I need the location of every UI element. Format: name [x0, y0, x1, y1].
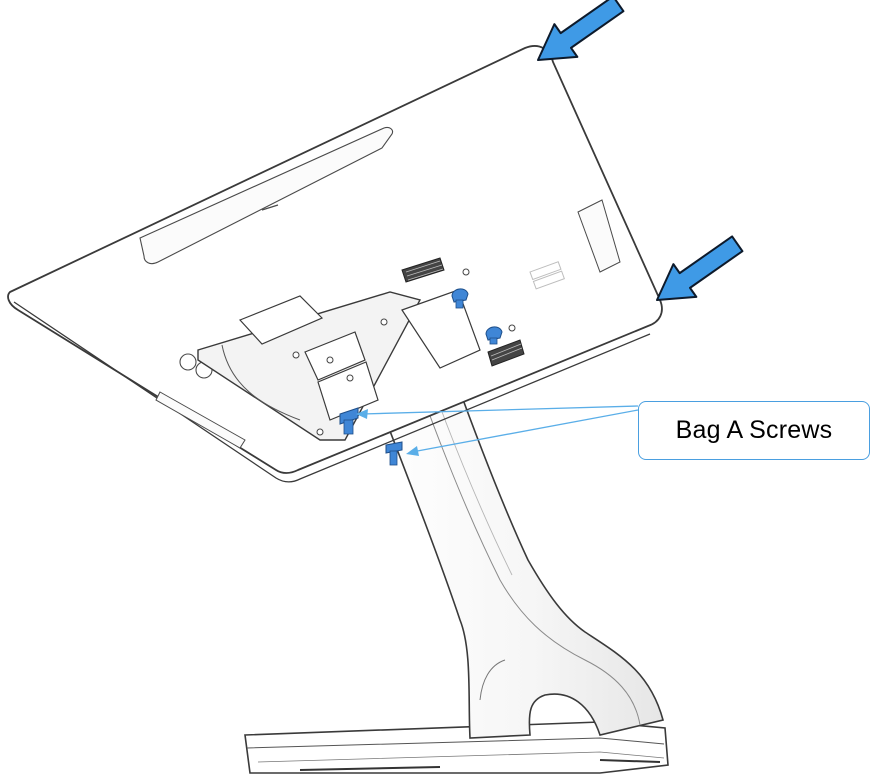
vent-grille-lower	[487, 339, 525, 367]
mount-recess	[197, 268, 516, 441]
arrow-icon	[656, 235, 744, 301]
screw-icon	[385, 441, 403, 466]
stand-base	[244, 721, 669, 774]
screw-icon	[339, 407, 359, 435]
callout-leader-lines	[356, 405, 639, 456]
tablet-back-panel	[7, 45, 663, 483]
callout-label: Bag A Screws	[675, 416, 833, 444]
screw-icon	[485, 326, 503, 345]
arrow-icon	[537, 0, 625, 61]
logo-mark	[529, 261, 565, 290]
screw-icon	[451, 288, 469, 309]
vent-grille-upper	[401, 257, 445, 283]
callout-box: Bag A Screws	[638, 401, 870, 460]
